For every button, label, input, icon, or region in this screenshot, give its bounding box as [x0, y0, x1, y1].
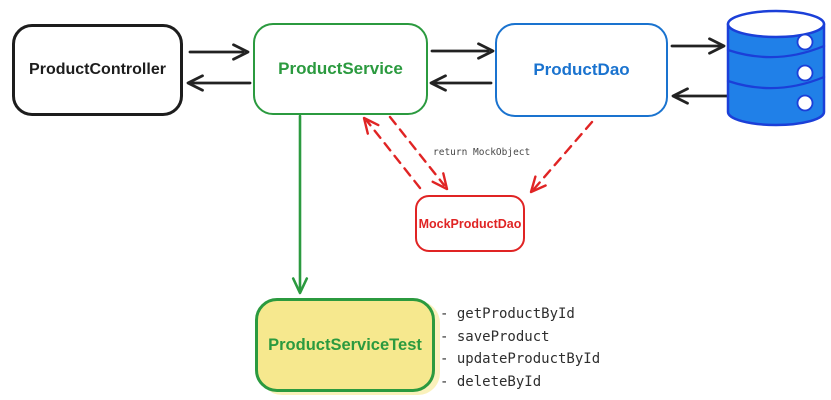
node-product-controller-label: ProductController — [29, 61, 166, 78]
node-product-dao: ProductDao — [495, 23, 668, 117]
database-dot-1 — [796, 33, 814, 51]
database-outline — [726, 22, 826, 127]
arrow-service-to-dao-head — [477, 42, 495, 60]
arrow-controller-to-service-head — [232, 43, 250, 61]
node-product-service-test-label: ProductServiceTest — [268, 335, 422, 354]
database-top-ellipse — [726, 9, 826, 39]
arrow-dao-to-mock-head — [529, 175, 547, 194]
method-list: - getProductById - saveProduct - updateP… — [440, 303, 600, 393]
method-list-item: - saveProduct — [440, 328, 550, 345]
node-mock-product-dao: MockProductDao — [415, 195, 525, 252]
arrow-db-to-dao-head — [671, 87, 689, 105]
arrow-service-to-controller-head — [186, 74, 204, 92]
database-icon — [726, 9, 826, 127]
node-mock-product-dao-label: MockProductDao — [418, 216, 522, 231]
green-arrow-service-to-test — [291, 114, 309, 295]
method-list-item: - updateProductById — [440, 351, 601, 367]
arrow-dao-to-db-head — [708, 37, 726, 55]
database-dot-3 — [796, 94, 814, 112]
arrow-service-to-test-head — [291, 277, 309, 295]
database-body — [728, 24, 824, 125]
database-divider-1 — [726, 44, 826, 59]
database-dot-2 — [796, 64, 814, 82]
node-product-service-test: ProductServiceTest — [255, 298, 435, 392]
arrow-dao-to-mock — [532, 120, 594, 191]
database-divider-2 — [726, 75, 826, 90]
arrow-mock-to-service-head — [362, 116, 380, 135]
arrow-service-to-mock-head — [431, 172, 449, 191]
annotation-return-mockobject: return MockObject — [433, 147, 531, 158]
arrow-dao-to-service-head — [429, 74, 447, 92]
node-product-service: ProductService — [253, 23, 428, 115]
node-product-service-label: ProductService — [278, 59, 403, 78]
node-product-dao-label: ProductDao — [533, 60, 630, 79]
node-product-controller: ProductController — [12, 24, 183, 116]
arrow-mock-to-service — [365, 119, 422, 190]
method-list-item: - getProductById — [440, 306, 575, 322]
method-list-item: - deleteById — [440, 373, 542, 390]
